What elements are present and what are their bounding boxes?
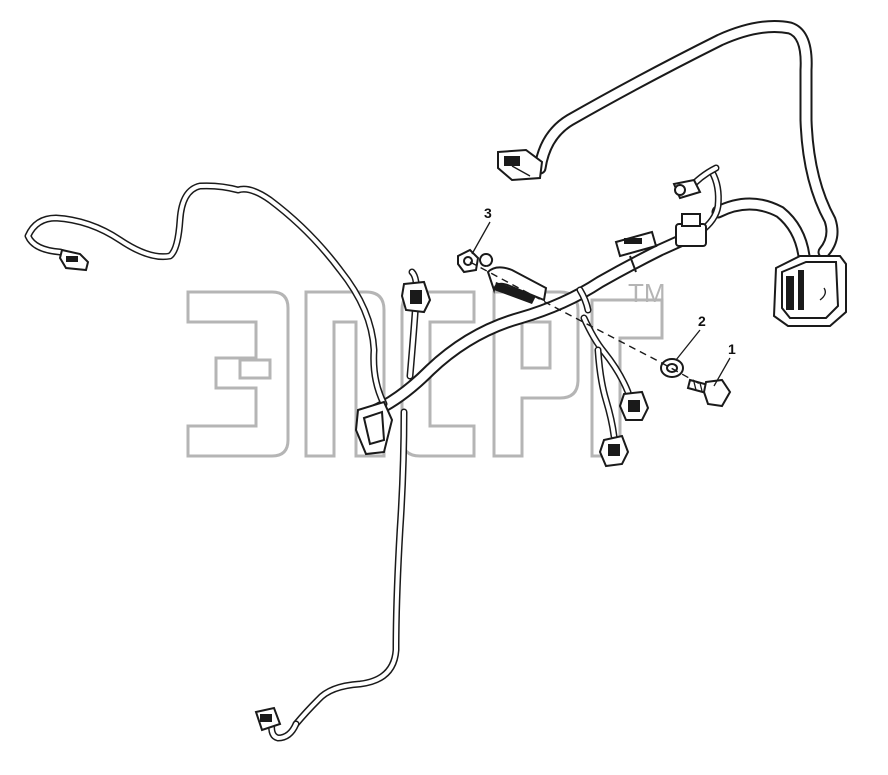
lower-end-connector [254, 706, 282, 732]
upper-connector [497, 148, 544, 182]
harness-trunk [365, 225, 707, 419]
bolt-part-1 [686, 378, 732, 408]
callout-3: 3 [471, 205, 492, 255]
mounting-bracket [479, 253, 548, 304]
callout-1: 1 [713, 341, 736, 387]
harness-upper-loom [533, 20, 839, 263]
callout-1-label: 1 [728, 341, 736, 357]
harness-junction-clip [354, 400, 394, 456]
harness-left-sensor-wire [24, 182, 388, 408]
injector-connector-low [598, 434, 630, 468]
callout-2-label: 2 [698, 313, 706, 329]
right-small-connector [672, 178, 702, 200]
nut-part-3 [457, 248, 480, 274]
watermark-tm: TM [628, 278, 666, 308]
relay-box [772, 255, 847, 327]
callout-3-label: 3 [484, 205, 492, 221]
left-sensor-connector [58, 248, 90, 272]
harness-lower-wire [268, 408, 408, 742]
injector-connector-top [400, 280, 432, 314]
harness-clip-connector [614, 213, 707, 273]
assembly-line [469, 261, 701, 385]
callout-2: 2 [675, 313, 706, 361]
injector-connector-mid [618, 390, 650, 421]
